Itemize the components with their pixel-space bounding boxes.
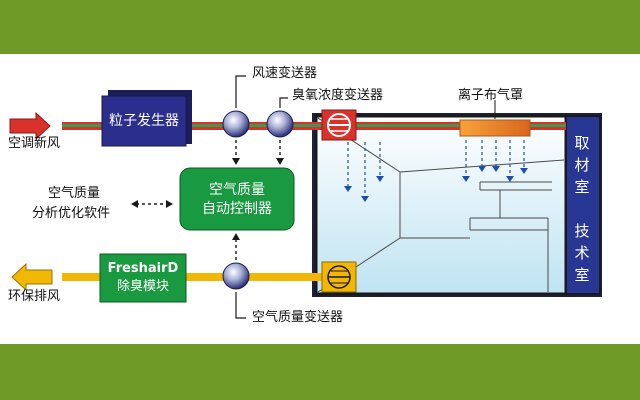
deodor-module-box (99, 253, 187, 303)
supply-duct (62, 122, 566, 130)
ion-hood-bar (459, 119, 531, 137)
room-side-panel (565, 115, 601, 295)
room-side-bottom-text: 技 术 室 (567, 220, 597, 286)
ozone-sensor-icon (266, 110, 294, 138)
wind-speed-sensor-icon (222, 110, 250, 138)
wind-speed-transmitter-label: 风速变送器 (252, 66, 318, 81)
particle-generator (101, 90, 192, 147)
controller-label-line2: 自动控制器 (202, 201, 272, 217)
room-side-bottom-char: 术 (574, 244, 590, 262)
particle-generator-box (101, 95, 187, 147)
room (312, 113, 602, 297)
room-interior (314, 114, 568, 296)
analysis-label-line1: 空气质量 (48, 186, 101, 201)
air-quality-controller-box (179, 167, 295, 231)
room-side-top-text: 取 材 室 (567, 132, 597, 198)
room-side-top-char: 室 (574, 178, 590, 196)
room-side-bottom-char: 室 (574, 266, 590, 284)
room-side-top-char: 取 (574, 134, 590, 152)
system-diagram (9, 75, 602, 319)
exhaust-duct (62, 273, 322, 281)
fresh-air-label: 空调新风 (8, 136, 61, 151)
airflow-arrows (344, 140, 528, 202)
controller-label-line1: 空气质量 (209, 182, 265, 198)
exhaust-fan (321, 261, 357, 293)
air-quality-transmitter-label: 空气质量变送器 (252, 310, 344, 325)
leader-lines (235, 75, 288, 319)
bottom-band (0, 344, 640, 400)
deodor-label-line1: FreshairD (107, 261, 179, 276)
air-quality-sensor-icon (222, 262, 250, 290)
ion-hood-label: 离子布气罩 (458, 88, 524, 103)
analysis-label-line2: 分析优化软件 (32, 206, 111, 221)
room-side-top-char: 材 (574, 156, 590, 174)
fresh-air-arrow-icon (9, 111, 51, 141)
signal-lines (131, 140, 284, 260)
room-side-bottom-char: 技 (574, 222, 590, 240)
supply-duct-green (62, 124, 566, 127)
ozone-fan (321, 109, 357, 141)
exhaust-label: 环保排风 (8, 289, 61, 304)
top-band (0, 0, 640, 54)
particle-generator-label: 粒子发生器 (109, 113, 179, 129)
ozone-transmitter-label: 臭氧浓度变送器 (292, 88, 384, 103)
deodor-label-line2: 除臭模块 (116, 279, 169, 294)
exhaust-arrow-icon (11, 262, 53, 292)
